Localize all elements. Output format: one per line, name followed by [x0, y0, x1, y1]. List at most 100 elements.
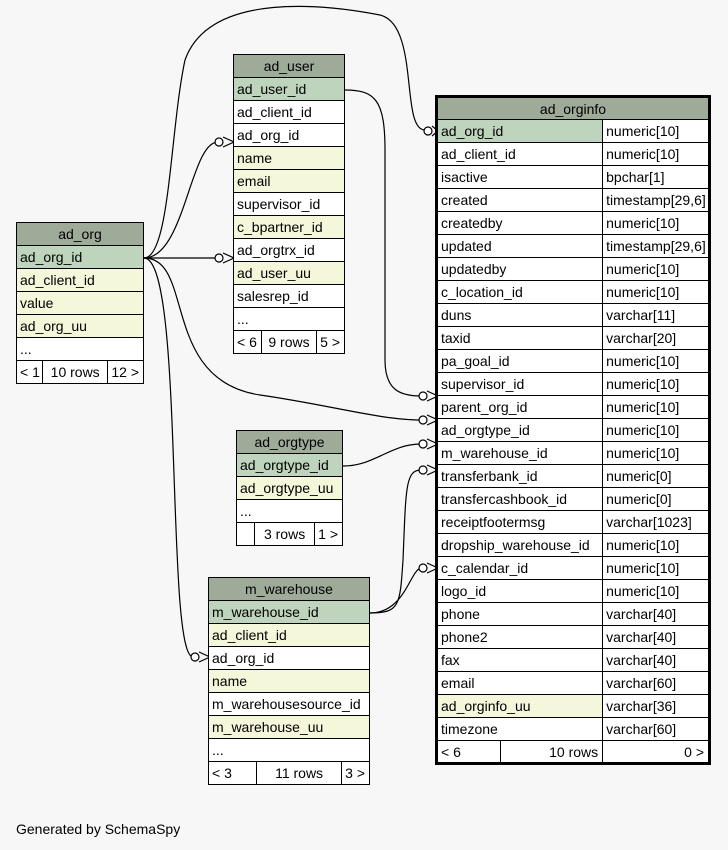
- column-email: email: [435, 671, 604, 695]
- column-type: varchar[1023]: [602, 510, 710, 534]
- column-m_warehouse_id: m_warehouse_id: [208, 600, 370, 624]
- column-type: numeric[10]: [602, 257, 710, 281]
- column-c_location_id: c_location_id: [435, 280, 604, 304]
- column-ad_client_id: ad_client_id: [233, 100, 345, 124]
- edge-ad_user-ad_orginfo-supervisor_id: [344, 89, 422, 397]
- row-count: 3 rows: [253, 522, 316, 546]
- column-type: numeric[10]: [602, 533, 710, 557]
- table-title[interactable]: m_warehouse: [208, 577, 370, 601]
- table-title[interactable]: ad_user: [233, 54, 345, 78]
- children-count[interactable]: 1 >: [314, 522, 343, 546]
- column-more: ...: [233, 307, 345, 331]
- column-ad_orgtype_id: ad_orgtype_id: [435, 418, 604, 442]
- column-createdby: createdby: [435, 211, 604, 235]
- column-type: varchar[36]: [602, 694, 710, 718]
- column-type: varchar[20]: [602, 326, 710, 350]
- children-count[interactable]: 5 >: [316, 330, 345, 354]
- edge-ad_org-ad_user-ad_org_id: [143, 141, 219, 259]
- row-count: 9 rows: [261, 330, 317, 354]
- column-created: created: [435, 188, 604, 212]
- column-ad_user_id: ad_user_id: [233, 77, 345, 101]
- table-ad_user[interactable]: ad_user ad_user_id ad_client_id ad_org_i…: [233, 54, 345, 354]
- edge-end-circle: [214, 137, 224, 147]
- edge-end-circle: [418, 465, 428, 475]
- column-type: timestamp[29,6]: [602, 234, 710, 258]
- column-type: numeric[10]: [602, 441, 710, 465]
- column-more: ...: [208, 738, 370, 762]
- children-count[interactable]: 0 >: [602, 740, 710, 764]
- column-type: numeric[10]: [602, 349, 710, 373]
- column-type: varchar[11]: [602, 303, 710, 327]
- column-type: numeric[10]: [602, 579, 710, 603]
- column-email: email: [233, 169, 345, 193]
- column-dropship_warehouse_id: dropship_warehouse_id: [435, 533, 604, 557]
- edge-end-circle: [418, 391, 428, 401]
- column-ad_client_id: ad_client_id: [16, 268, 144, 292]
- table-ad_org[interactable]: ad_org ad_org_id ad_client_id value ad_o…: [16, 222, 144, 384]
- edge-ad_orgtype-ad_orginfo-ad_orgtype_id: [342, 443, 422, 467]
- column-type: varchar[60]: [602, 717, 710, 741]
- column-type: numeric[10]: [602, 280, 710, 304]
- edge-end-circle: [418, 415, 428, 425]
- column-type: numeric[10]: [602, 372, 710, 396]
- parents-count: [236, 522, 255, 546]
- column-type: varchar[40]: [602, 625, 710, 649]
- column-type: numeric[10]: [602, 119, 710, 143]
- table-title[interactable]: ad_org: [16, 222, 144, 246]
- column-c_calendar_id: c_calendar_id: [435, 556, 604, 580]
- column-more: ...: [16, 337, 144, 361]
- parents-count[interactable]: < 6: [233, 330, 262, 354]
- table-title[interactable]: ad_orgtype: [236, 430, 343, 454]
- parents-count[interactable]: < 1: [16, 360, 43, 384]
- column-fax: fax: [435, 648, 604, 672]
- column-transfercashbook_id: transfercashbook_id: [435, 487, 604, 511]
- edge-end-circle: [423, 126, 433, 136]
- column-type: numeric[0]: [602, 464, 710, 488]
- column-supervisor_id: supervisor_id: [233, 192, 345, 216]
- column-taxid: taxid: [435, 326, 604, 350]
- edge-end-circle: [190, 652, 200, 662]
- column-type: numeric[0]: [602, 487, 710, 511]
- column-c_bpartner_id: c_bpartner_id: [233, 215, 345, 239]
- parents-count[interactable]: < 6: [436, 740, 501, 764]
- row-count: 10 rows: [41, 360, 109, 384]
- column-m_warehouse_uu: m_warehouse_uu: [208, 715, 370, 739]
- column-type: varchar[60]: [602, 671, 710, 695]
- column-type: varchar[40]: [602, 602, 710, 626]
- row-count: 10 rows: [499, 740, 604, 764]
- column-ad_org_id: ad_org_id: [16, 245, 144, 269]
- column-ad_org_id: ad_org_id: [435, 119, 604, 143]
- column-type: varchar[40]: [602, 648, 710, 672]
- column-supervisor_id: supervisor_id: [435, 372, 604, 396]
- row-count: 11 rows: [255, 761, 343, 785]
- column-name: name: [233, 146, 345, 170]
- column-ad_orgtype_uu: ad_orgtype_uu: [236, 476, 343, 500]
- column-duns: duns: [435, 303, 604, 327]
- generated-by-credit: Generated by SchemaSpy: [16, 821, 181, 837]
- edge-m_warehouse-ad_orginfo-dropship_warehouse_id: [369, 567, 422, 614]
- column-isactive: isactive: [435, 165, 604, 189]
- column-ad_orginfo_uu: ad_orginfo_uu: [435, 694, 604, 718]
- children-count[interactable]: 3 >: [341, 761, 370, 785]
- table-title[interactable]: ad_orginfo: [436, 96, 710, 120]
- column-ad_orgtrx_id: ad_orgtrx_id: [233, 238, 345, 262]
- table-m_warehouse[interactable]: m_warehouse m_warehouse_id ad_client_id …: [208, 577, 370, 785]
- table-ad_orgtype[interactable]: ad_orgtype ad_orgtype_id ad_orgtype_uu .…: [236, 430, 343, 546]
- column-transferbank_id: transferbank_id: [435, 464, 604, 488]
- parents-count[interactable]: < 3: [208, 761, 257, 785]
- column-updatedby: updatedby: [435, 257, 604, 281]
- column-m_warehouse_id: m_warehouse_id: [435, 441, 604, 465]
- column-type: timestamp[29,6]: [602, 188, 710, 212]
- column-ad_orgtype_id: ad_orgtype_id: [236, 453, 343, 477]
- column-phone: phone: [435, 602, 604, 626]
- column-ad_user_uu: ad_user_uu: [233, 261, 345, 285]
- column-type: numeric[10]: [602, 418, 710, 442]
- children-count[interactable]: 12 >: [107, 360, 144, 384]
- column-pa_goal_id: pa_goal_id: [435, 349, 604, 373]
- edge-end-circle: [418, 439, 428, 449]
- column-ad_org_id: ad_org_id: [233, 123, 345, 147]
- column-updated: updated: [435, 234, 604, 258]
- column-ad_org_id: ad_org_id: [208, 646, 370, 670]
- column-m_warehousesource_id: m_warehousesource_id: [208, 692, 370, 716]
